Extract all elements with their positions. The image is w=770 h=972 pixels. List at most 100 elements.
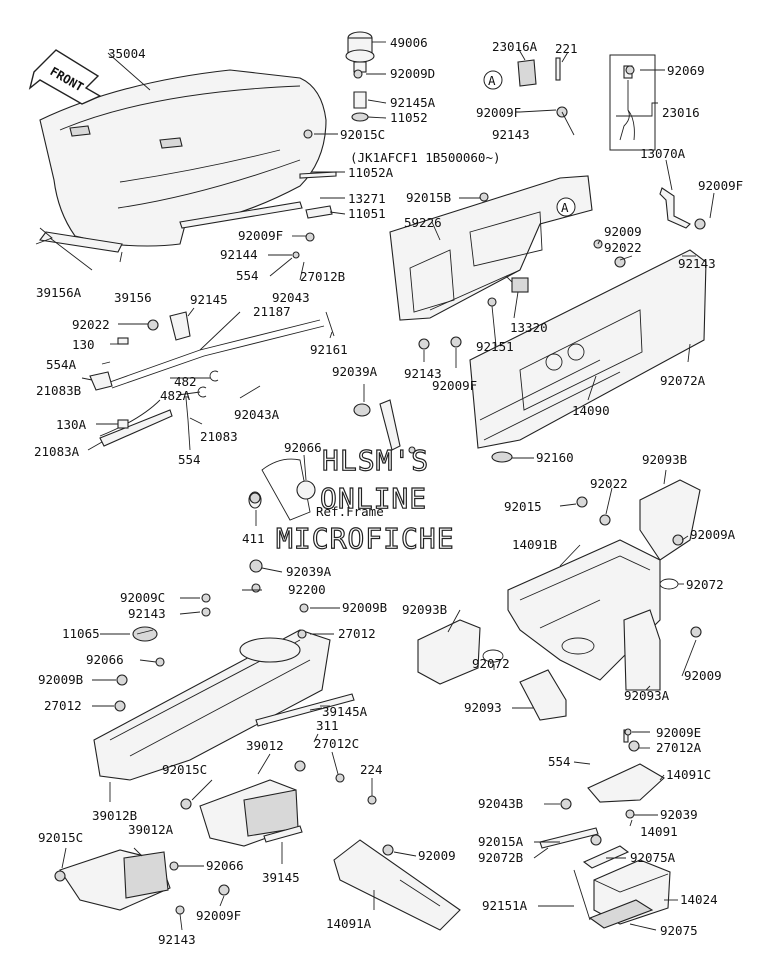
label-27012-a: 27012 [338, 626, 376, 641]
plate-92093A [623, 609, 661, 691]
label-224: 224 [360, 762, 383, 777]
bracket-23016A [483, 57, 561, 90]
label-11052: 11052 [390, 110, 428, 125]
label-92043: 92043 [272, 290, 310, 305]
label-92066-b: 92066 [86, 652, 124, 667]
label-92015C-b: 92015C [162, 762, 207, 777]
serial-note: (JK1AFCF1 1B500060~) [350, 150, 501, 165]
watermark-line-3: MICROFICHE [276, 522, 455, 555]
label-92009F-b: 92009F [698, 178, 743, 193]
dash-panel-59226 [389, 175, 593, 321]
label-92075: 92075 [660, 923, 698, 938]
label-92069: 92069 [667, 63, 705, 78]
strip-92072B [539, 827, 599, 849]
console-14091B [507, 539, 661, 681]
label-92015A: 92015A [478, 834, 524, 849]
label-482: 482 [174, 374, 197, 389]
label-92043A: 92043A [234, 407, 280, 422]
label-311: 311 [316, 718, 339, 733]
label-27012C: 27012C [314, 736, 359, 751]
front-arrow: FRONT [28, 49, 102, 105]
label-92066-a: 92066 [284, 440, 322, 455]
label-92093: 92093 [464, 700, 502, 715]
label-92145: 92145 [190, 292, 228, 307]
rod-92151A [573, 869, 591, 921]
label-92022-a: 92022 [604, 240, 642, 255]
label-49006: 49006 [390, 35, 428, 50]
label-554-c: 554 [548, 754, 571, 769]
label-39012: 39012 [246, 738, 284, 753]
label-35004: 35004 [108, 46, 146, 61]
label-92009C: 92009C [120, 590, 165, 605]
leader-lines [49, 41, 715, 931]
plate-92093B-left [417, 619, 481, 685]
label-554A: 554A [46, 357, 77, 372]
seal-strip-39156 [35, 227, 123, 253]
label-23016A: 23016A [492, 39, 538, 54]
label-554-b: 554 [178, 452, 201, 467]
label-92072-a: 92072 [686, 577, 724, 592]
label-27012B: 27012B [300, 269, 345, 284]
label-411: 411 [242, 531, 265, 546]
callout-a-1: A [488, 73, 496, 88]
callout-a-2: A [561, 200, 569, 215]
label-11052A: 11052A [348, 165, 394, 180]
label-92072A: 92072A [660, 373, 706, 388]
label-27012-b: 27012 [44, 698, 82, 713]
knob-92039A [353, 399, 401, 451]
watermark-line-1: HLSM'S [322, 444, 429, 477]
label-92009D: 92009D [390, 66, 435, 81]
bracket-14091C [587, 729, 665, 803]
label-39156A: 39156A [36, 285, 82, 300]
linkage-assembly-21083 [89, 311, 335, 447]
label-21083: 21083 [200, 429, 238, 444]
label-14091C: 14091C [666, 767, 711, 782]
label-92151A: 92151A [482, 898, 528, 913]
label-92022-b: 92022 [72, 317, 110, 332]
glovebox-39012B [93, 629, 331, 781]
label-92009F-a: 92009F [476, 105, 521, 120]
dash-main-14090 [469, 249, 707, 449]
label-92015B: 92015B [406, 190, 451, 205]
canopy-brackets [179, 171, 337, 229]
label-92160: 92160 [536, 450, 574, 465]
label-39145: 39145 [262, 870, 300, 885]
label-92009-b: 92009 [684, 668, 722, 683]
label-92039-b: 92039 [660, 807, 698, 822]
label-92009F-c: 92009F [238, 228, 283, 243]
label-14091A: 14091A [326, 916, 372, 931]
label-14090: 14090 [572, 403, 610, 418]
label-92161: 92161 [310, 342, 348, 357]
label-27012A: 27012A [656, 740, 702, 755]
label-92072B: 92072B [478, 850, 523, 865]
label-21187: 21187 [253, 304, 291, 319]
label-554-a: 554 [236, 268, 259, 283]
strip-39145A [255, 693, 355, 727]
ring-92072-b [659, 578, 679, 590]
label-11065: 11065 [62, 626, 100, 641]
label-92009-a: 92009 [604, 224, 642, 239]
label-92093B-b: 92093B [402, 602, 447, 617]
label-92009F-e: 92009F [196, 908, 241, 923]
label-92039A: 92039A [332, 364, 378, 379]
watermark: HLSM'S ONLINE MICROFICHE [275, 443, 455, 555]
plate-92093 [519, 669, 567, 721]
plate-92093B [639, 479, 701, 561]
damper-49006 [345, 31, 375, 122]
pad-92075A [582, 845, 630, 869]
label-14091: 14091 [640, 824, 678, 839]
label-92143-a: 92143 [492, 127, 530, 142]
label-92039A-b: 92039A [286, 564, 332, 579]
watermark-line-2: ONLINE [320, 482, 427, 515]
label-13271: 13271 [348, 191, 386, 206]
label-92093A: 92093A [624, 688, 670, 703]
label-21083A: 21083A [34, 444, 80, 459]
bracket-13070A [659, 187, 691, 229]
label-92009E: 92009E [656, 725, 701, 740]
label-92043B: 92043B [478, 796, 523, 811]
label-14024: 14024 [680, 892, 718, 907]
label-92145A: 92145A [390, 95, 436, 110]
label-92015C-a: 92015C [340, 127, 385, 142]
